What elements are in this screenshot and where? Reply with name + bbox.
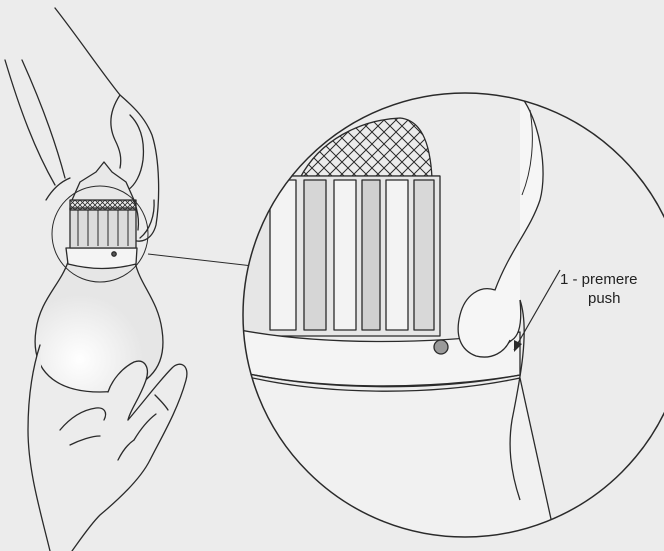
zoom-detail (240, 93, 664, 551)
callout-label-line1: 1 - premere (560, 270, 638, 289)
callout-label-line2: push (588, 289, 621, 308)
bulb (35, 162, 163, 392)
